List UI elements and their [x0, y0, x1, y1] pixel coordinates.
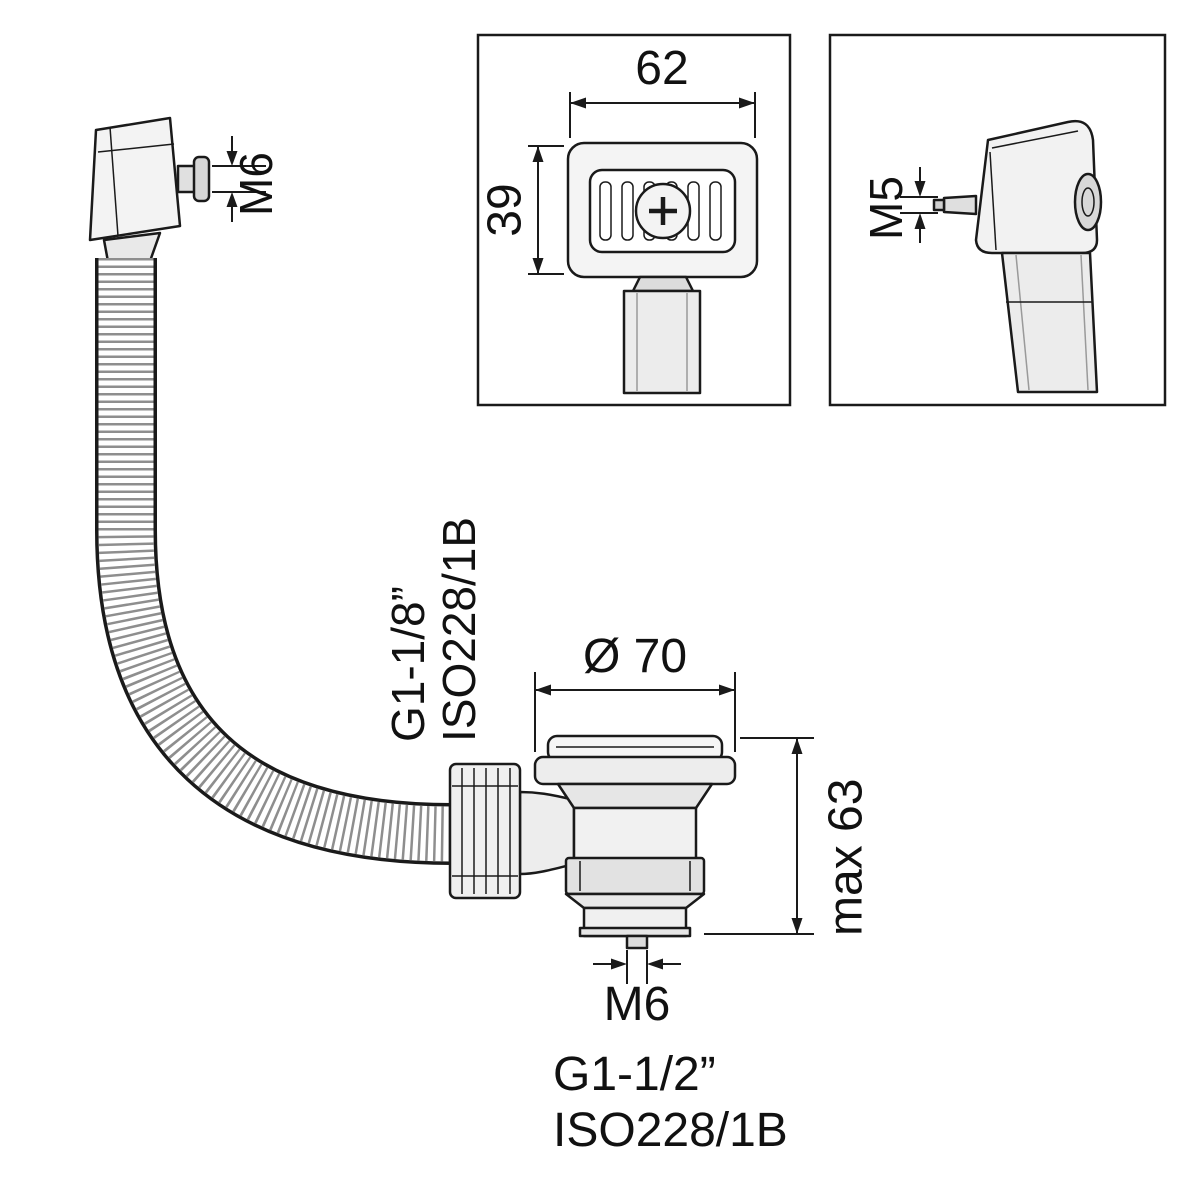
top-view-width-label: 62 [635, 42, 688, 95]
side-screw-shaft [942, 194, 978, 216]
arrowhead [532, 146, 544, 162]
arrowhead [570, 97, 586, 109]
max-height-label: max 63 [820, 779, 873, 936]
arrowhead [791, 738, 803, 754]
dim-depth-39: 39 [479, 145, 564, 275]
strainer-body [572, 806, 698, 862]
dim-side-m5: M5 [860, 167, 938, 243]
grille-slot [709, 181, 722, 241]
overflow-tube [622, 289, 702, 395]
arrowhead [535, 684, 551, 696]
overflow-thread-label: M6 [230, 152, 282, 216]
side-tube [1000, 251, 1099, 394]
arrowhead [226, 151, 238, 166]
tube-shade-line [1015, 254, 1030, 391]
label-overflow-connection: G1-1/8” ISO228/1B [382, 517, 485, 742]
overflow-screw-head [192, 155, 211, 203]
grille-slot [599, 181, 612, 241]
tube-connector [631, 275, 695, 293]
hose-corrugation [98, 258, 453, 862]
arrowhead [611, 958, 627, 970]
strainer-neck [556, 782, 714, 810]
arrowhead [914, 181, 926, 197]
strainer-band [564, 856, 706, 896]
grille-slot [621, 181, 634, 241]
side-knob-inner [1081, 187, 1095, 217]
overflow-body-detail-line [109, 126, 119, 237]
bottom-screw-label: M6 [604, 978, 671, 1031]
flexible-hose [95, 258, 453, 865]
overflow-connection-line2: ISO228/1B [433, 517, 485, 742]
dim-diameter-70: Ø 70 [534, 630, 736, 752]
arrowhead [914, 213, 926, 229]
strainer-flange [533, 755, 737, 786]
dim-overflow-m6: M6 [212, 136, 282, 222]
overflow-body [88, 116, 182, 242]
arrowhead [647, 958, 663, 970]
side-view-frame [828, 33, 1167, 407]
nut-body [448, 762, 522, 900]
side-view-wedge [974, 119, 1099, 255]
outlet-connection-line2: ISO228/1B [553, 1104, 788, 1157]
hose-fill [98, 258, 453, 862]
dim-bottom-m6: M6 [593, 950, 681, 1031]
side-screw-label: M5 [860, 176, 912, 240]
side-screw-tip [932, 198, 946, 212]
arrowhead [226, 192, 238, 207]
overflow-connection-line1: G1-1/8” [382, 586, 434, 742]
overflow-fitting-front-view [88, 116, 211, 269]
arrowhead [719, 684, 735, 696]
arrowhead [739, 97, 755, 109]
dim-width-62: 62 [569, 42, 756, 138]
top-view-frame [476, 33, 792, 407]
side-view-box: M5 [828, 33, 1167, 407]
overflow-nut [448, 762, 576, 900]
diameter-label: Ø 70 [583, 630, 687, 683]
top-view-box: 62 39 [476, 33, 792, 407]
side-knob [1073, 172, 1103, 232]
dim-max-63: max 63 [704, 737, 873, 936]
strainer-front-view [533, 734, 737, 950]
arrowhead [532, 258, 544, 274]
strainer-taper [564, 892, 706, 910]
arrowhead [791, 918, 803, 934]
top-view-depth-label: 39 [479, 183, 532, 236]
wedge-edge-line [989, 151, 997, 251]
wedge-fold-line [991, 130, 1079, 149]
tube-shade-line [1080, 254, 1089, 391]
label-outlet-connection: G1-1/2” ISO228/1B [553, 1048, 788, 1157]
overflow-body-cap-line [97, 143, 175, 153]
bottom-screw-stub [625, 934, 649, 950]
outlet-connection-line1: G1-1/2” [553, 1048, 716, 1101]
